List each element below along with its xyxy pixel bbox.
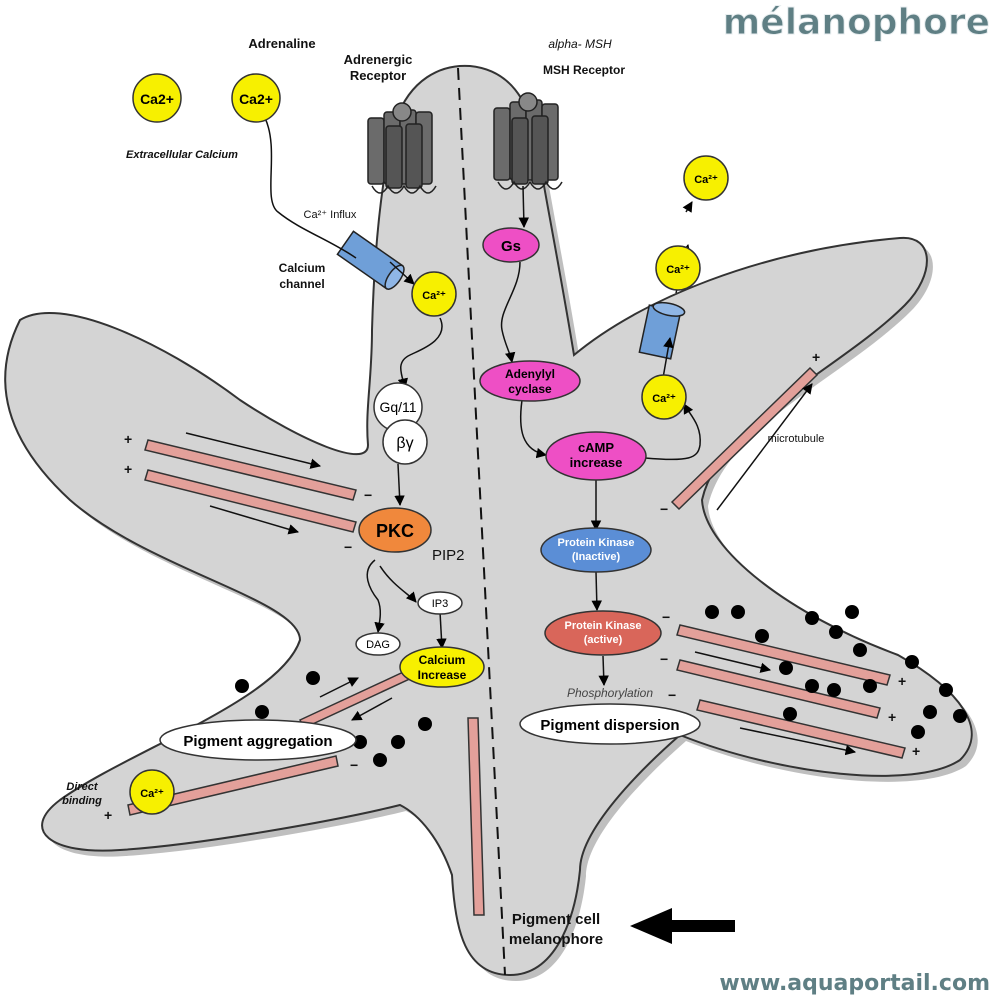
svg-text:+: + bbox=[124, 461, 132, 477]
microtubule-7 bbox=[676, 624, 891, 686]
gq11-node: Gq/11 bbox=[373, 382, 423, 432]
svg-text:Protein Kinase: Protein Kinase bbox=[557, 537, 634, 549]
svg-text:cyclase: cyclase bbox=[508, 382, 552, 396]
adenylyl-cyclase-node: Adenylyl cyclase bbox=[479, 360, 581, 402]
calcium-channel-label: Calcium bbox=[279, 261, 326, 275]
svg-text:Ca²⁺: Ca²⁺ bbox=[652, 393, 676, 405]
svg-text:+: + bbox=[124, 431, 132, 447]
svg-text:−: − bbox=[660, 501, 668, 517]
svg-text:increase: increase bbox=[570, 455, 623, 470]
svg-text:Adenylyl: Adenylyl bbox=[505, 367, 555, 381]
svg-text:+: + bbox=[104, 807, 112, 823]
adrenaline-label: Adrenaline bbox=[248, 36, 315, 51]
text-labels: Adrenaline Adrenergic Receptor alpha- MS… bbox=[62, 36, 824, 948]
pkc-node: PKC bbox=[358, 507, 432, 553]
svg-text:+: + bbox=[898, 673, 906, 689]
svg-text:DAG: DAG bbox=[366, 639, 390, 651]
microtubule-2 bbox=[144, 469, 357, 533]
svg-text:Ca²⁺: Ca²⁺ bbox=[694, 174, 718, 186]
ip3-node: IP3 bbox=[417, 591, 463, 615]
ca-direct-binding: Ca²⁺ bbox=[129, 769, 175, 815]
pigment-aggregation-node: Pigment aggregation bbox=[159, 719, 357, 761]
extracellular-ca-1: Ca2+ bbox=[132, 73, 182, 123]
microtubule-9 bbox=[696, 699, 906, 759]
svg-text:Ca2+: Ca2+ bbox=[140, 91, 174, 107]
pigment-cell-label: Pigment cell bbox=[512, 911, 600, 928]
ca-right-top: Ca²⁺ bbox=[683, 155, 729, 201]
cell-body bbox=[4, 64, 973, 977]
pathway-arrows bbox=[185, 117, 857, 756]
pigment-dispersion-node: Pigment dispersion bbox=[519, 703, 701, 745]
svg-text:+: + bbox=[888, 709, 896, 725]
svg-text:Ca²⁺: Ca²⁺ bbox=[422, 290, 446, 302]
svg-text:βγ: βγ bbox=[396, 435, 413, 452]
dag-node: DAG bbox=[355, 632, 401, 656]
calcium-channel-label-2: channel bbox=[279, 277, 324, 291]
microtubule-label: microtubule bbox=[768, 433, 825, 445]
ca-influx-label: Ca²⁺ Influx bbox=[304, 209, 357, 221]
svg-text:Pigment dispersion: Pigment dispersion bbox=[540, 717, 679, 734]
pointer-arrow-icon bbox=[630, 908, 735, 944]
extracellular-calcium-label: Extracellular Calcium bbox=[126, 149, 238, 161]
svg-text:−: − bbox=[364, 487, 372, 503]
ca-right-inside: Ca²⁺ bbox=[641, 374, 687, 420]
protein-kinase-inactive-node: Protein Kinase (Inactive) bbox=[540, 527, 652, 573]
svg-text:Ca²⁺: Ca²⁺ bbox=[140, 788, 164, 800]
svg-text:cAMP: cAMP bbox=[578, 440, 614, 455]
adrenergic-receptor-label-2: Receptor bbox=[350, 68, 406, 83]
svg-text:PKC: PKC bbox=[376, 521, 414, 541]
svg-text:Ca²⁺: Ca²⁺ bbox=[666, 264, 690, 276]
svg-text:−: − bbox=[668, 687, 676, 703]
footer-url: www.aquaportail.com bbox=[719, 971, 990, 996]
svg-text:−: − bbox=[662, 609, 670, 625]
svg-text:+: + bbox=[912, 743, 920, 759]
divider-line bbox=[457, 67, 506, 976]
msh-receptor-label: MSH Receptor bbox=[543, 63, 625, 77]
svg-text:Pigment aggregation: Pigment aggregation bbox=[183, 733, 332, 750]
alpha-msh-label: alpha- MSH bbox=[548, 37, 612, 51]
svg-text:−: − bbox=[344, 539, 352, 555]
pip2-label: PIP2 bbox=[432, 547, 465, 564]
melanophore-label: melanophore bbox=[509, 931, 603, 948]
svg-text:−: − bbox=[660, 651, 668, 667]
direct-binding-label-2: binding bbox=[62, 795, 102, 807]
polarity-signs: + + − − + − + − − − − + + + bbox=[104, 349, 920, 823]
ca-right-mid: Ca²⁺ bbox=[655, 245, 701, 291]
extracellular-ca-2: Ca2+ bbox=[231, 73, 281, 123]
svg-text:Protein Kinase: Protein Kinase bbox=[564, 620, 641, 632]
calcium-channel-icon bbox=[336, 230, 405, 290]
pigment-granules bbox=[235, 605, 967, 767]
phosphorylation-label: Phosphorylation bbox=[567, 686, 653, 700]
microtubule-1 bbox=[144, 439, 357, 501]
svg-text:Calcium: Calcium bbox=[419, 653, 466, 667]
svg-text:(active): (active) bbox=[584, 634, 623, 646]
svg-text:Gs: Gs bbox=[501, 238, 521, 255]
protein-kinase-active-node: Protein Kinase (active) bbox=[544, 610, 662, 656]
beta-gamma-node: βγ bbox=[382, 419, 428, 465]
gs-node: Gs bbox=[482, 227, 540, 263]
microtubule-4 bbox=[127, 755, 339, 816]
msh-receptor-icon bbox=[493, 92, 563, 190]
svg-text:Increase: Increase bbox=[418, 668, 467, 682]
adrenergic-receptor-label: Adrenergic bbox=[344, 52, 413, 67]
svg-text:+: + bbox=[812, 349, 820, 365]
adrenergic-receptor-icon bbox=[367, 102, 437, 194]
svg-text:−: − bbox=[350, 757, 358, 773]
microtubules bbox=[127, 366, 906, 916]
page-title: mélanophore bbox=[723, 2, 990, 43]
ca-intracellular-left: Ca²⁺ bbox=[411, 271, 457, 317]
svg-text:Ca2+: Ca2+ bbox=[239, 91, 273, 107]
camp-increase-node: cAMP increase bbox=[545, 431, 647, 481]
microtubule-6 bbox=[670, 366, 819, 511]
calcium-increase-node: Calcium Increase bbox=[399, 646, 485, 688]
direct-binding-label: Direct bbox=[66, 781, 99, 793]
svg-text:IP3: IP3 bbox=[432, 598, 449, 610]
svg-text:Gq/11: Gq/11 bbox=[379, 399, 416, 415]
microtubule-5 bbox=[467, 717, 485, 916]
svg-text:(Inactive): (Inactive) bbox=[572, 551, 621, 563]
